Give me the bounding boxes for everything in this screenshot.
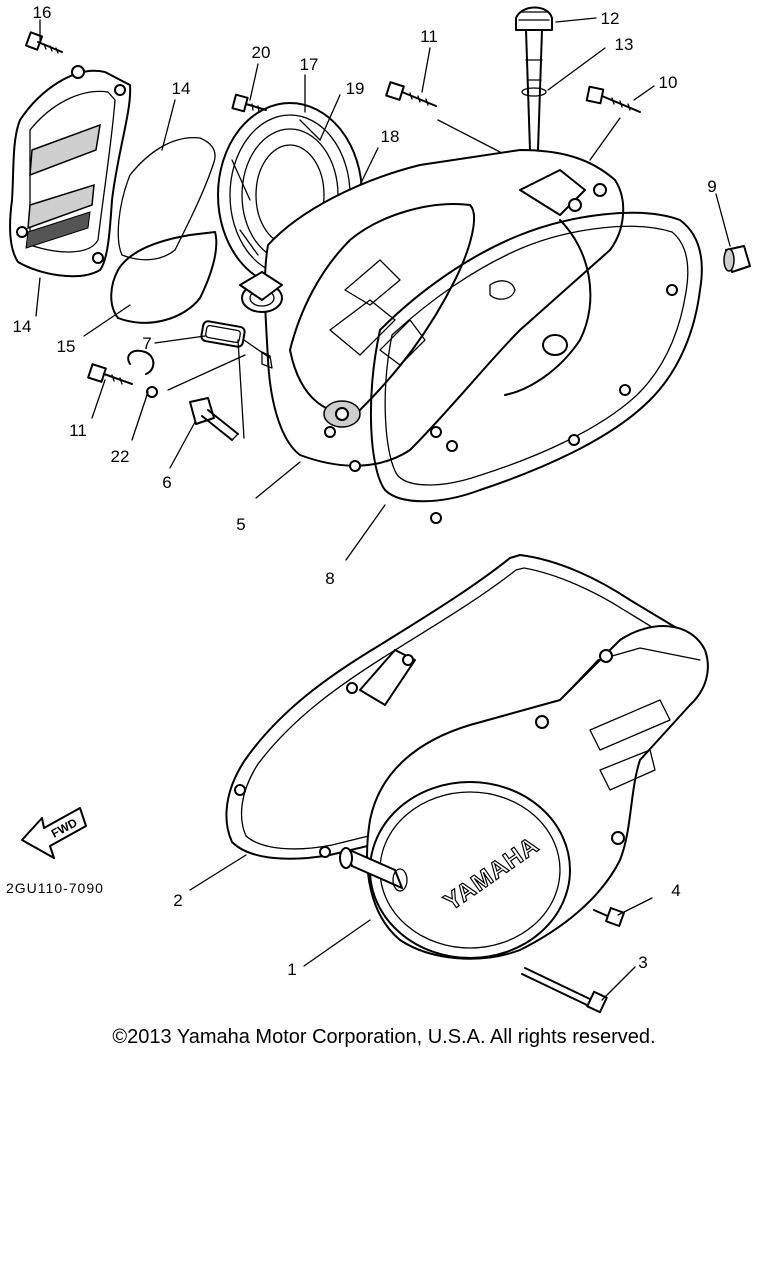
callout-12: 12 [601, 9, 620, 28]
callout-18: 17 [300, 55, 319, 74]
part-7-element [200, 320, 273, 369]
callout-9: 9 [707, 177, 716, 196]
callout-15: 14 [172, 79, 191, 98]
callout-1: 1 [287, 960, 296, 979]
callout-20: 19 [346, 79, 365, 98]
forward-arrow-icon: FWD [21, 807, 87, 859]
callout-16: 15 [57, 337, 76, 356]
part-16-plate [110, 231, 218, 324]
callout-17: 16 [33, 3, 52, 22]
callout-2: 2 [173, 891, 182, 910]
part-13-o-ring [521, 87, 547, 97]
callout-8: 8 [325, 569, 334, 588]
bolts-upper [24, 31, 641, 385]
callout-6: 6 [162, 473, 171, 492]
part-9-cap [723, 245, 751, 273]
callout-21: 20 [252, 43, 271, 62]
copyright-notice: ©2013 Yamaha Motor Corporation, U.S.A. A… [112, 1026, 656, 1048]
callout-13: 13 [615, 35, 634, 54]
bolts-lower [521, 907, 625, 1014]
callout-7: 7 [142, 334, 151, 353]
part-14-outer-cover [9, 65, 132, 278]
part-1-crankcase-cover: YAMAHA [339, 625, 709, 960]
part-6-drain-plug [189, 397, 239, 441]
callout-14: 14 [13, 317, 32, 336]
leader-lines [35, 17, 731, 1001]
part-8-gasket [369, 211, 703, 524]
callout-10: 10 [659, 73, 678, 92]
part-12-oil-filler-cap [515, 6, 553, 151]
callout-4: 4 [671, 881, 680, 900]
callout-19: 18 [381, 127, 400, 146]
part-15-gasket [117, 136, 216, 261]
callout-11-upper: 11 [420, 27, 438, 46]
callout-5: 5 [236, 515, 245, 534]
callout-11-lower: 11 [69, 421, 87, 440]
drawing-code: 2GU110-7090 [6, 880, 104, 896]
part-22-clip [127, 349, 158, 398]
callout-3: 3 [638, 953, 647, 972]
callout-22: 22 [111, 447, 130, 466]
callout-numbers: 16 20 17 19 14 18 11 12 13 10 9 14 15 7 … [13, 3, 717, 979]
